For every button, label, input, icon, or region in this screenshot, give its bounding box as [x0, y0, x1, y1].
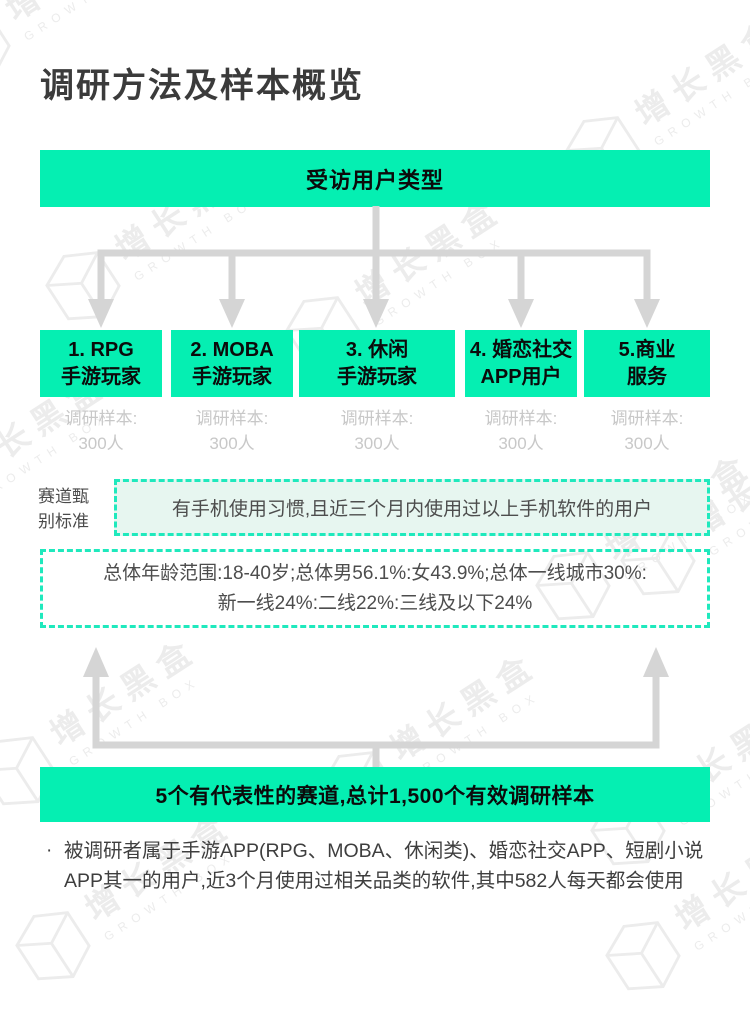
- bullet-dot: ·: [46, 840, 53, 861]
- summary-bar: 5个有代表性的赛道,总计1,500个有效调研样本: [40, 767, 710, 822]
- category-box-moba: 2. MOBA 手游玩家: [171, 330, 293, 397]
- category-line: 3. 休闲: [345, 338, 409, 361]
- merge-connector: [83, 647, 669, 769]
- category-line: 服务: [627, 365, 667, 388]
- branch-connector: [88, 206, 660, 328]
- diagram-content: 调研方法及样本概览 受访用户类型 1. RPG 手游: [38, 67, 714, 896]
- criteria-label: 赛道甄 别标准: [38, 487, 89, 531]
- category-line: 手游玩家: [61, 365, 141, 388]
- demographics-line: 总体年龄范围:18-40岁;总体男56.1%:女43.9%;总体一线城市30%:: [103, 562, 647, 584]
- demographics-line: 新一线24%:二线22%:三线及以下24%: [217, 592, 533, 614]
- category-line: 2. MOBA: [190, 338, 274, 361]
- category-line: 手游玩家: [337, 365, 417, 388]
- criteria-box: 有手机使用习惯,且近三个月内使用过以上手机软件的用户: [114, 479, 710, 536]
- footnote-text: 被调研者属于手游APP(RPG、MOBA、休闲类)、婚恋社交APP、短剧小说AP…: [64, 840, 704, 892]
- category-line: 4. 婚恋社交: [469, 338, 573, 361]
- sample-size-label: 调研样本: 300人: [484, 409, 558, 453]
- page-title: 调研方法及样本概览: [40, 67, 364, 105]
- category-box-business: 5.商业 服务: [584, 330, 710, 397]
- header-user-types: 受访用户类型: [40, 150, 710, 207]
- category-line: 1. RPG: [68, 338, 134, 361]
- category-line: 手游玩家: [192, 365, 272, 388]
- category-box-rpg: 1. RPG 手游玩家: [40, 330, 162, 397]
- sample-size-label: 调研样本: 300人: [340, 409, 414, 453]
- demographics-box: 总体年龄范围:18-40岁;总体男56.1%:女43.9%;总体一线城市30%:…: [40, 549, 710, 628]
- header-label: 受访用户类型: [305, 167, 444, 193]
- category-line: 5.商业: [618, 338, 676, 361]
- footnote: · 被调研者属于手游APP(RPG、MOBA、休闲类)、婚恋社交APP、短剧小说…: [46, 836, 714, 896]
- category-box-dating: 4. 婚恋社交 APP用户: [465, 330, 577, 397]
- category-box-casual: 3. 休闲 手游玩家: [299, 330, 455, 397]
- sample-size-label: 调研样本: 300人: [195, 409, 269, 453]
- sample-size-label: 调研样本: 300人: [610, 409, 684, 453]
- summary-text: 5个有代表性的赛道,总计1,500个有效调研样本: [155, 784, 595, 808]
- criteria-text: 有手机使用习惯,且近三个月内使用过以上手机软件的用户: [171, 499, 653, 520]
- sample-size-label: 调研样本: 300人: [64, 409, 138, 453]
- category-line: APP用户: [480, 365, 562, 388]
